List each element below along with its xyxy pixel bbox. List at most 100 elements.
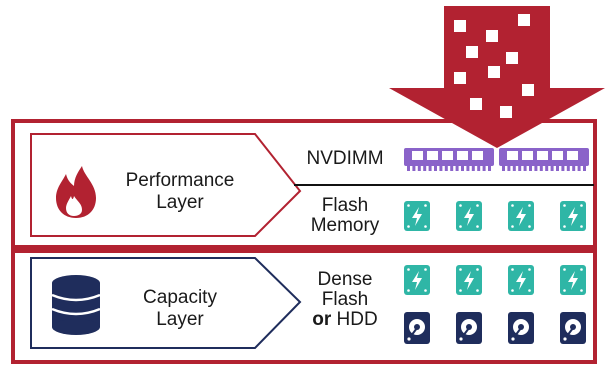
nvdimm-pin [439,166,443,171]
hdd-label: HDD [331,309,378,330]
nvdimm-pin [577,166,581,171]
nvdimm-pin [466,166,470,171]
nvdimm-pin [461,166,464,171]
ssd-screw [563,289,566,292]
ssd-screw [563,268,566,271]
nvdimm-pin [539,166,543,171]
ssd-screw [580,268,583,271]
ssd-screw [511,204,514,207]
ssd-screw [476,289,479,292]
capacity-layer-label-line1: Capacity [143,287,217,308]
nvdimm-chip [442,151,453,160]
nvdimm-pin [417,166,421,171]
nvdimm-pin [450,166,454,171]
ssd-screw [459,268,462,271]
data-block [466,46,478,58]
flame-icon [56,166,96,218]
hdd-arm [566,327,574,337]
data-block [454,72,466,84]
flash-ssd-icon [456,265,482,295]
ssd-screw [424,225,427,228]
capacity-layer-label-line2: Layer [156,309,204,330]
flash-ssd-icon [508,265,534,295]
ssd-screw [528,289,531,292]
ssd-screw [476,225,479,228]
nvdimm-pin [523,166,527,171]
hdd-arm [462,327,470,337]
ssd-screw [476,204,479,207]
nvdimm-chip [472,151,483,160]
ssd-screw [476,268,479,271]
hard-disk-drive-icon [404,312,430,344]
ssd-screw [459,289,462,292]
ssd-screw [528,225,531,228]
nvdimm-chip [552,151,563,160]
nvdimm-module-icon [499,148,589,171]
ssd-screw [528,268,531,271]
or-hdd-label: or HDD [290,310,400,330]
database-icon [51,275,101,335]
flash-ssd-icon [404,265,430,295]
nvdimm-pin [572,166,576,171]
nvdimm-pin [518,166,522,171]
nvdimm-module-icon [404,148,494,171]
flash-ssd-icon [508,201,534,231]
data-block [506,52,518,64]
ssd-bolt [568,271,578,290]
data-block [518,14,530,26]
flame-outer [56,166,96,218]
performance-layer-label-line1: Performance [125,170,235,191]
hard-disk-drive-icon [456,312,482,344]
nvdimm-chip [412,151,423,160]
performance-layer-frame [11,119,597,249]
ssd-screw [424,204,427,207]
dense-flash-label-line1: Dense [317,269,373,290]
ssd-screw [580,225,583,228]
flash-memory-label-line1: Flash [321,195,369,216]
ssd-screw [511,268,514,271]
nvdimm-pin [488,166,491,171]
data-block [454,20,466,32]
performance-layer-label: Performance Layer [105,170,255,214]
nvdimm-pin [423,166,427,171]
nvdimm-chip [457,151,468,160]
data-block [470,98,482,110]
ssd-screw [424,268,427,271]
hdd-arm [514,327,522,337]
dense-flash-label-line2: Flash [321,289,369,310]
ssd-screw [407,289,410,292]
nvdimm-pin [534,166,538,171]
nvdimm-pin [550,166,554,171]
nvdimm-pin [444,166,448,171]
flash-ssd-icon [456,201,482,231]
data-block [500,106,512,118]
nvdimm-pin [507,166,511,171]
nvdimm-chip [522,151,533,160]
ssd-screw [511,225,514,228]
flash-ssd-icon [560,265,586,295]
data-block [488,66,500,78]
nvdimm-pin [561,166,565,171]
nvdimm-pin [477,166,481,171]
ssd-bolt [412,207,422,226]
ssd-screw [563,204,566,207]
flash-ssd-icon [560,201,586,231]
nvdimm-tier-label: NVDIMM [290,149,400,169]
nvdimm-pin [412,166,416,171]
performance-layer-label-line2: Layer [156,192,204,213]
nvdimm-pin [434,166,437,171]
nvdimm-pin [529,166,532,171]
nvdimm-chip [427,151,438,160]
hard-disk-drive-icon [560,312,586,344]
hard-disk-drive-icon [508,312,534,344]
capacity-layer-panel [11,249,597,364]
capacity-layer-frame [11,249,597,364]
performance-layer-chevron [30,133,302,237]
ssd-screw [511,289,514,292]
flame-inner [66,196,82,216]
nvdimm-pin [556,166,559,171]
data-block [522,84,534,96]
nvdimm-pin [471,166,475,171]
hdd-led [459,337,463,341]
